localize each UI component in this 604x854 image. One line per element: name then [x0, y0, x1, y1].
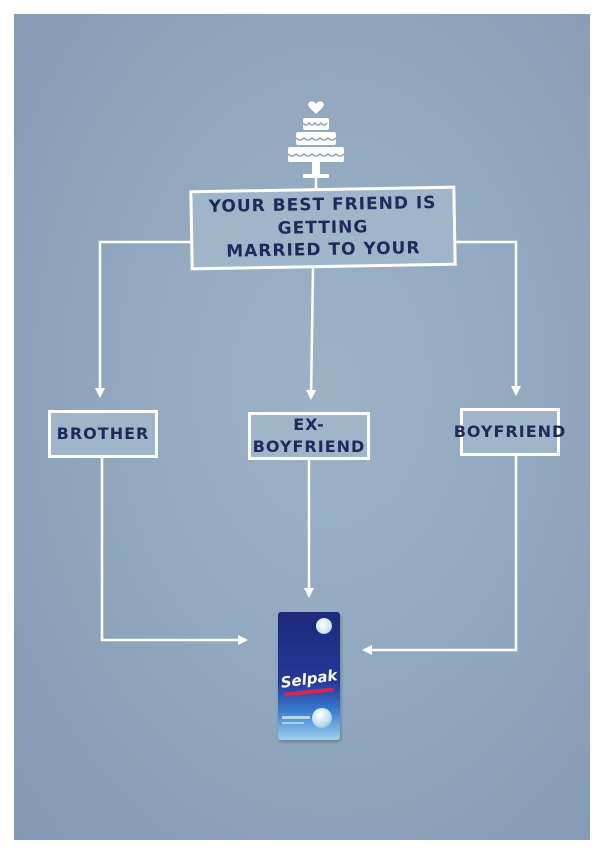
- pack-emblem-icon: [316, 618, 332, 634]
- question-box: YOUR BEST FRIEND IS GETTING MARRIED TO Y…: [189, 185, 457, 271]
- arrow-to-boyfriend: [456, 240, 521, 396]
- arrow-boyfriend-to-pack: [362, 456, 518, 655]
- tissue-pack-image: Selpak: [278, 612, 340, 740]
- option-box-ex-boyfriend: EX-BOYFRIEND: [248, 412, 370, 460]
- pack-bubble-icon: [312, 708, 332, 728]
- option-label-ex-boyfriend: EX-BOYFRIEND: [252, 415, 366, 456]
- wedding-cake-icon: [287, 101, 345, 190]
- question-line-1: YOUR BEST FRIEND IS GETTING: [208, 192, 437, 239]
- option-box-brother: BROTHER: [48, 410, 158, 458]
- pack-fineprint: [282, 716, 310, 719]
- heart-icon: [308, 101, 324, 114]
- arrow-to-brother: [95, 240, 190, 398]
- arrow-brother-to-pack: [100, 458, 248, 645]
- pack-fineprint-2: [282, 722, 304, 724]
- question-line-2: MARRIED TO YOUR: [226, 238, 421, 263]
- option-label-brother: BROTHER: [56, 424, 150, 444]
- arrow-to-ex-boyfriend: [306, 267, 317, 400]
- option-label-boyfriend: BOYFRIEND: [453, 422, 567, 442]
- option-box-boyfriend: BOYFRIEND: [454, 408, 565, 456]
